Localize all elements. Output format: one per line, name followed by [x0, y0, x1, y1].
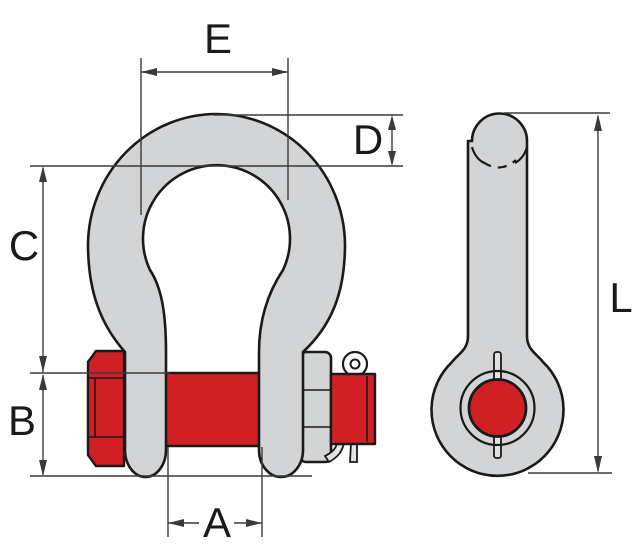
pin-cross-section	[467, 378, 528, 438]
dimension-l	[504, 112, 612, 474]
dimensions	[30, 58, 612, 537]
bolt-head	[86, 349, 126, 468]
dimension-a	[167, 447, 263, 537]
label-c: C	[9, 222, 39, 269]
bow-section-edge-left	[470, 146, 485, 164]
dimension-b	[30, 372, 312, 477]
label-e: E	[204, 15, 232, 62]
pin-boss-ring	[459, 369, 536, 447]
bow-section-edge-right	[514, 146, 529, 164]
cotter-pin-loop-icon	[341, 350, 369, 378]
dimension-c	[39, 166, 47, 372]
label-b: B	[8, 397, 36, 444]
label-d: D	[353, 116, 383, 163]
bow-section-hidden-edge	[482, 159, 517, 169]
side-body	[430, 112, 565, 478]
label-a: A	[203, 499, 231, 546]
dimension-labels: E D C B A L	[8, 15, 633, 546]
dimension-d	[30, 114, 403, 167]
hex-nut	[298, 350, 333, 464]
label-l: L	[609, 274, 632, 321]
bolt-shaft	[158, 371, 267, 448]
side-view	[430, 112, 565, 478]
bolt-pin-end	[329, 372, 377, 446]
front-view	[86, 112, 377, 479]
dimension-e	[140, 58, 289, 215]
